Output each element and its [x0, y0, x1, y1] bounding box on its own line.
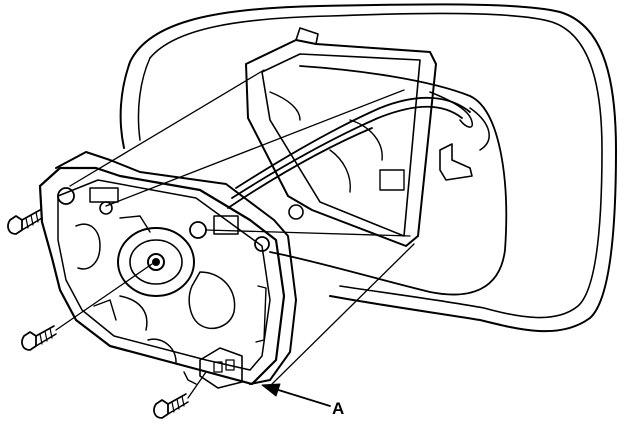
- cable-bundle: [227, 96, 471, 209]
- mounting-screw-left: [7, 209, 43, 235]
- callout-a-leader: [261, 383, 331, 407]
- alignment-lines: [69, 69, 415, 387]
- callout-label-a: A: [332, 399, 345, 418]
- mirror-housing: [119, 3, 617, 333]
- mirror-actuator-assembly: [38, 151, 297, 389]
- actuator-mounting-frame: [245, 27, 437, 247]
- mounting-screw-middle: [21, 263, 153, 351]
- mounting-screw-bottom: [153, 371, 207, 419]
